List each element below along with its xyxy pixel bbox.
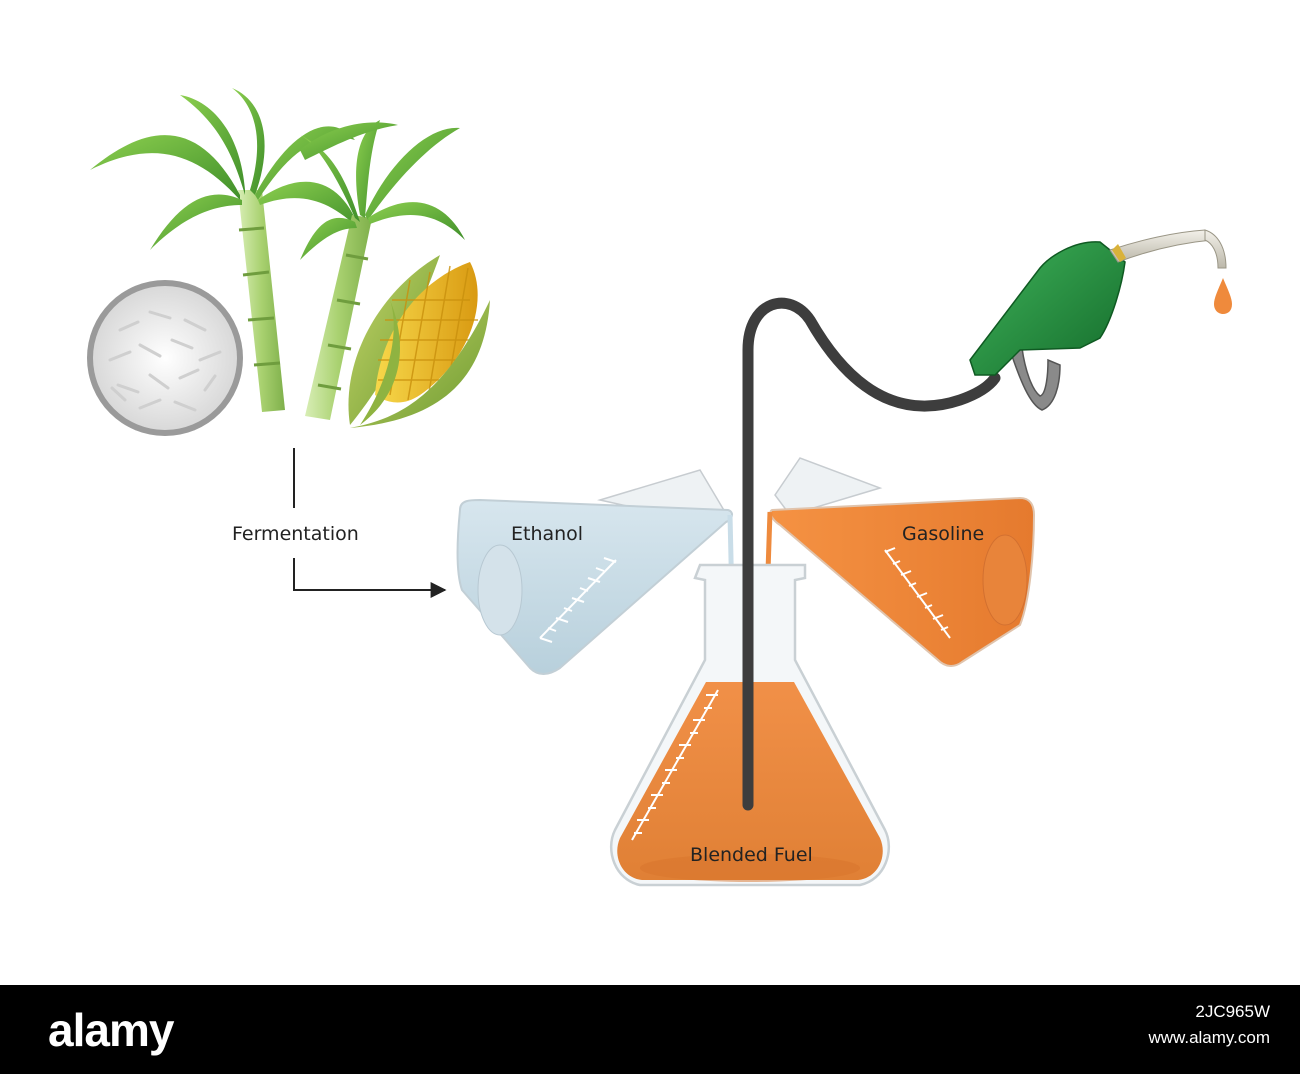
ethanol-label: Ethanol — [511, 523, 584, 545]
image-id: 2JC965W — [1195, 1002, 1270, 1021]
ethanol-beaker — [456, 469, 737, 691]
brand-url: www.alamy.com — [1148, 1028, 1270, 1047]
sugarcane-right-icon — [300, 120, 465, 420]
fuel-nozzle-icon — [969, 229, 1232, 411]
fermentation-label: Fermentation — [232, 523, 359, 545]
blended-fuel-label: Blended Fuel — [690, 844, 813, 866]
gasoline-label: Gasoline — [902, 523, 985, 545]
watermark-footer: alamy 2JC965W www.alamy.com — [0, 985, 1300, 1074]
rice-bowl-icon — [87, 280, 243, 436]
corn-icon — [348, 255, 490, 428]
brand-logo: alamy — [48, 1004, 174, 1056]
fermentation-connector — [293, 448, 447, 598]
image-credit: 2JC965W www.alamy.com — [1148, 999, 1270, 1051]
fuel-hose — [742, 297, 1001, 811]
fuel-drop-icon — [1214, 278, 1232, 314]
biofuel-diagram — [87, 88, 1232, 887]
gasoline-beaker — [761, 457, 1036, 691]
